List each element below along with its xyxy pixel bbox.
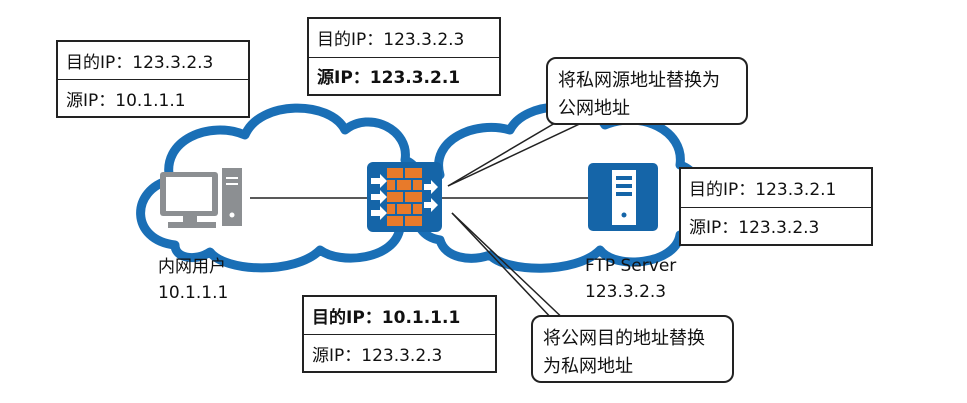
- firewall-icon: [367, 162, 442, 232]
- server-ip-label: 123.3.2.3: [585, 282, 667, 302]
- dst-ip-label: 目的IP：10.1.1.1: [312, 308, 461, 328]
- src-ip-label: 源IP：123.3.2.1: [309, 56, 499, 95]
- src-ip-label: 源IP：10.1.1.1: [58, 79, 248, 116]
- ip-box-right: 目的IP：123.3.2.1 源IP：123.3.2.3: [679, 167, 873, 246]
- dst-ip-label: 目的IP：123.3.2.1: [689, 180, 837, 201]
- ip-box-top-center: 目的IP：123.3.2.3 源IP：123.3.2.1: [307, 17, 501, 96]
- callout-dst-nat: 将公网目的地址替换为私网地址: [531, 315, 734, 383]
- dst-ip-label: 目的IP：123.3.2.3: [66, 53, 214, 73]
- pc-icon: [160, 168, 242, 228]
- callout-src-nat: 将私网源地址替换为公网地址: [546, 57, 748, 125]
- callout-src-nat-text: 将私网源地址替换为公网地址: [558, 70, 720, 119]
- callout-pointer-dst-nat: [451, 212, 571, 326]
- callout-pointer-src-nat: [447, 112, 589, 187]
- src-ip-label: 源IP：123.3.2.3: [681, 206, 871, 245]
- server-name-label: FTP Server: [585, 256, 677, 276]
- server-icon: [588, 163, 658, 231]
- dst-ip-label: 目的IP：123.3.2.3: [317, 30, 465, 51]
- src-ip-label: 源IP：123.3.2.3: [304, 334, 495, 371]
- cloud-right: [411, 102, 707, 273]
- ip-box-bottom-center: 目的IP：10.1.1.1 源IP：123.3.2.3: [302, 295, 497, 373]
- callout-dst-nat-text: 将公网目的地址替换为私网地址: [543, 328, 705, 377]
- user-name-label: 内网用户: [158, 257, 226, 277]
- ip-box-top-left: 目的IP：123.3.2.3 源IP：10.1.1.1: [56, 40, 250, 118]
- user-ip-label: 10.1.1.1: [158, 283, 229, 303]
